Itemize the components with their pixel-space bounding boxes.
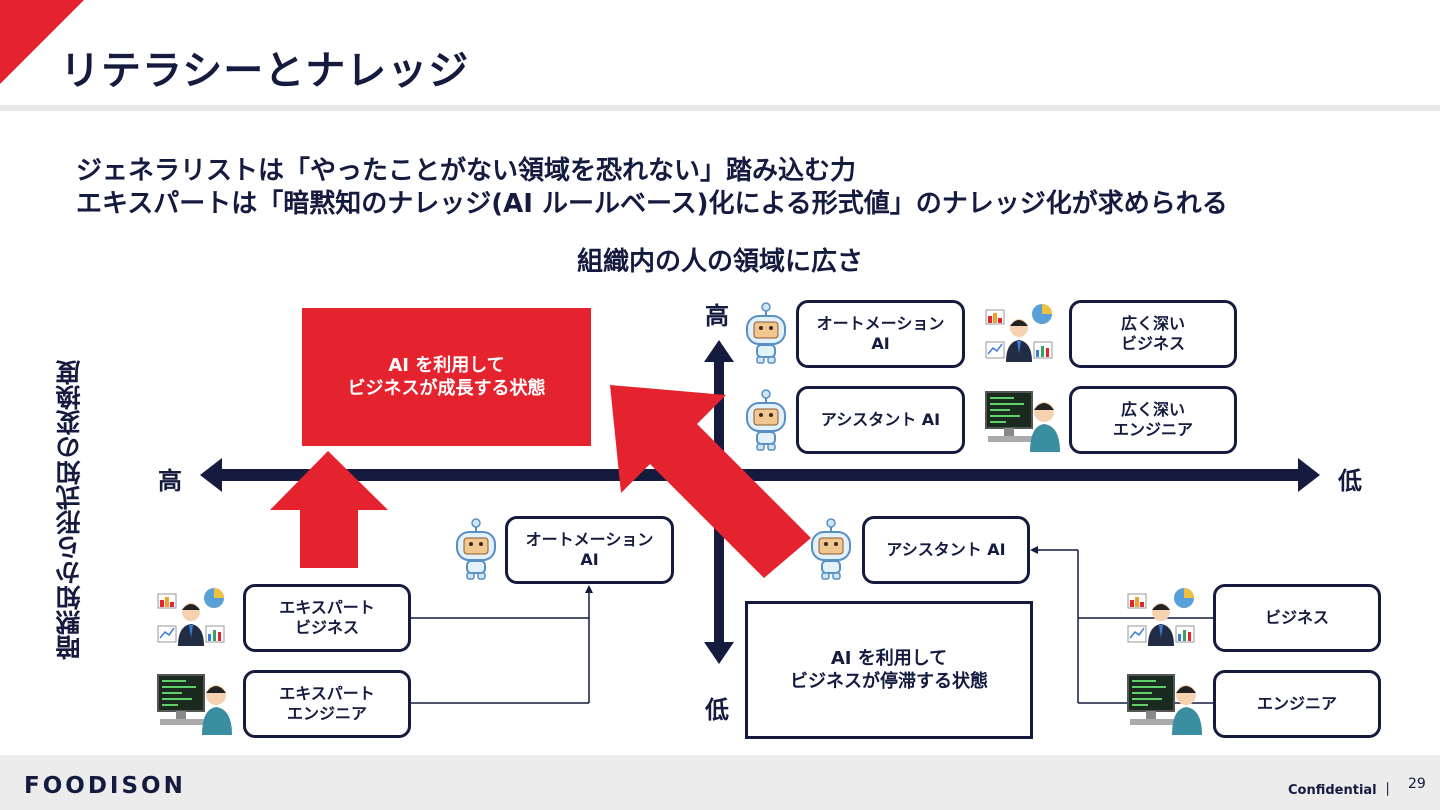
- red-up-arrow: [270, 451, 388, 568]
- horizontal-axis-arrowhead-left: [200, 458, 222, 492]
- br-engineer-label: エンジニア: [1256, 694, 1337, 713]
- tr-wide-business-line-2: ビジネス: [1120, 334, 1185, 353]
- br-business-box: ビジネス: [1213, 584, 1381, 652]
- confidential-label: Confidential ｜: [1288, 783, 1395, 798]
- tr-assistant-ai-label: アシスタント AI: [820, 410, 941, 429]
- horizontal-axis-arrowhead-right: [1298, 458, 1320, 492]
- stagnation-state-line-1: AI を利用して: [830, 648, 948, 669]
- red-diagonal-arrow: [610, 385, 811, 578]
- tr-assistant-ai-box: アシスタント AI: [796, 386, 965, 454]
- engineer-at-computer-icon: [1127, 674, 1202, 735]
- bl-automation-ai-box: オートメーション AI: [505, 516, 674, 584]
- tr-wide-engineer-line-2: エンジニア: [1112, 420, 1193, 439]
- page-title: リテラシーとナレッジ: [60, 48, 470, 94]
- footer-bar: [0, 755, 1440, 810]
- bl-expert-business-line-1: エキスパート: [279, 598, 375, 617]
- br-engineer-box: エンジニア: [1213, 670, 1381, 738]
- vertical-axis-arrowhead-bottom: [704, 642, 734, 664]
- growth-state-line-2: ビジネスが成長する状態: [347, 378, 546, 399]
- axis-top-high: 高: [705, 302, 729, 330]
- bl-automation-ai-line-1: オートメーション: [525, 530, 654, 549]
- corner-accent-triangle: [0, 0, 84, 84]
- engineer-at-computer-icon: [985, 391, 1060, 452]
- br-assistant-ai-label: アシスタント AI: [886, 540, 1006, 559]
- robot-icon: [811, 518, 851, 580]
- stagnation-state-line-2: ビジネスが停滞する状態: [790, 671, 988, 692]
- title-divider: [0, 105, 1440, 111]
- vertical-axis-arrowhead-top: [704, 340, 734, 362]
- axis-left-high: 高: [158, 467, 182, 495]
- tr-wide-business-box: 広く深い ビジネス: [1069, 300, 1237, 368]
- tr-automation-ai-line-1: オートメーション: [816, 314, 945, 333]
- growth-state-line-1: AI を利用して: [388, 355, 505, 376]
- page-number: 29: [1408, 776, 1426, 792]
- foodison-logo: FOODISON: [24, 773, 186, 799]
- tr-automation-ai-box: オートメーション AI: [796, 300, 965, 368]
- bl-expert-business-line-2: ビジネス: [294, 618, 359, 637]
- robot-icon: [746, 302, 786, 364]
- tr-automation-ai-line-2: AI: [871, 334, 890, 353]
- engineer-at-computer-icon: [157, 674, 232, 735]
- stagnation-state-box: AI を利用して ビジネスが停滞する状態: [745, 601, 1033, 739]
- business-person-icon: [1127, 588, 1195, 646]
- robot-icon: [456, 518, 496, 580]
- axis-bottom-low: 低: [705, 696, 729, 724]
- tr-wide-engineer-line-1: 広く深い: [1120, 400, 1185, 419]
- bl-expert-engineer-box: エキスパート エンジニア: [243, 670, 411, 738]
- axis-right-low: 低: [1338, 467, 1362, 495]
- business-person-icon: [985, 304, 1053, 362]
- horizontal-axis-title: 組織内の人の領域に広さ: [576, 247, 863, 277]
- bl-expert-business-box: エキスパート ビジネス: [243, 584, 411, 652]
- bl-expert-engineer-line-1: エキスパート: [279, 684, 375, 703]
- connector-br-arrowhead: [1030, 546, 1038, 554]
- br-business-label: ビジネス: [1264, 608, 1329, 627]
- tr-wide-business-line-1: 広く深い: [1120, 314, 1185, 333]
- connector-bl-arrowhead: [585, 585, 593, 593]
- lead-text-generalist: ジェネラリストは「やったことがない領域を恐れない」踏み込む力: [76, 156, 857, 186]
- robot-icon: [746, 389, 786, 451]
- lead-text-expert: エキスパートは「暗黙知のナレッジ(AI ルールベース)化による形式値」のナレッジ…: [76, 189, 1228, 219]
- br-assistant-ai-box: アシスタント AI: [862, 516, 1030, 584]
- bl-automation-ai-line-2: AI: [580, 550, 599, 569]
- tr-wide-engineer-box: 広く深い エンジニア: [1069, 386, 1237, 454]
- business-person-icon: [157, 588, 225, 646]
- growth-state-box: AI を利用して ビジネスが成長する状態: [302, 308, 591, 446]
- bl-expert-engineer-line-2: エンジニア: [286, 704, 367, 723]
